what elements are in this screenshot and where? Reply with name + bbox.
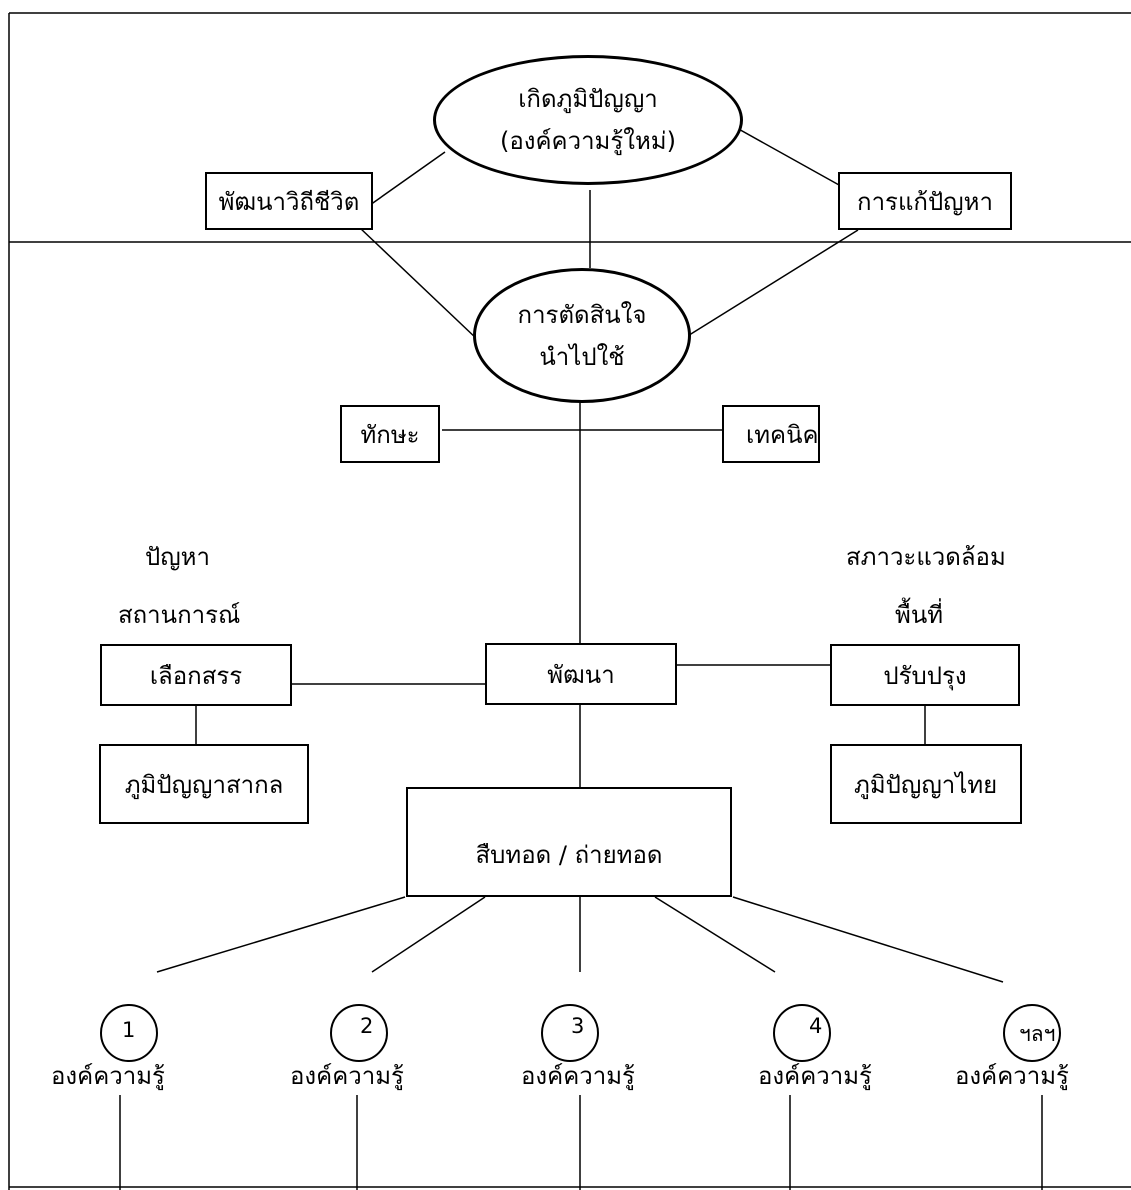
select-box: เลือกสรร — [100, 644, 292, 706]
problem-solving-box: การแก้ปัญหา — [838, 172, 1012, 230]
connector-inherit-k5 — [732, 896, 1004, 983]
environment-label: สภาวะแวดล้อม — [846, 543, 1006, 571]
skill-label: ทักษะ — [360, 420, 420, 449]
knowledge-circle-1: 1 — [100, 1004, 158, 1062]
connector-inherit-k2 — [371, 896, 486, 973]
thai-wisdom-box: ภูมิปัญญาไทย — [830, 744, 1022, 824]
develop-lifestyle-label: พัฒนาวิถีชีวิต — [218, 187, 360, 216]
knowledge-label-4: องค์ความรู้ — [758, 1062, 872, 1090]
develop-label: พัฒนา — [547, 660, 615, 689]
improve-label: ปรับปรุง — [883, 661, 967, 690]
technique-box: เทคนิค — [722, 405, 820, 463]
decision-line1: การตัดสินใจ — [517, 300, 647, 329]
connector-right-to-decision — [677, 229, 859, 343]
problem-label: ปัญหา — [145, 543, 210, 571]
situation-label: สถานการณ์ — [118, 601, 241, 629]
skill-box: ทักษะ — [340, 405, 440, 463]
connector-inherit-k4 — [654, 896, 776, 973]
knowledge-circle-2: 2 — [330, 1004, 388, 1062]
develop-box: พัฒนา — [485, 643, 677, 705]
thai-wisdom-label: ภูมิปัญญาไทย — [854, 770, 998, 799]
select-label: เลือกสรร — [149, 661, 243, 690]
wisdom-origin-line1: เกิดภูมิปัญญา — [518, 85, 658, 113]
decision-ellipse: การตัดสินใจ นำไปใช้ — [473, 268, 691, 403]
universal-wisdom-label: ภูมิปัญญาสากล — [124, 770, 284, 799]
connector-top-left — [369, 151, 446, 206]
knowledge-circle-3: 3 — [541, 1004, 599, 1062]
knowledge-circle-5: ฯลฯ — [1003, 1004, 1061, 1062]
connector-left-to-decision — [359, 227, 479, 341]
knowledge-label-1: องค์ความรู้ — [51, 1062, 165, 1090]
knowledge-num-1: 1 — [122, 1018, 136, 1042]
knowledge-label-2: องค์ความรู้ — [290, 1062, 404, 1090]
knowledge-num-3: 3 — [571, 1014, 585, 1038]
wisdom-origin-line2: (องค์ความรู้ใหม่) — [500, 127, 676, 155]
knowledge-num-2: 2 — [360, 1014, 374, 1038]
knowledge-label-3: องค์ความรู้ — [521, 1062, 635, 1090]
improve-box: ปรับปรุง — [830, 644, 1020, 706]
knowledge-label-5: องค์ความรู้ — [955, 1062, 1069, 1090]
knowledge-num-4: 4 — [809, 1014, 823, 1038]
universal-wisdom-box: ภูมิปัญญาสากล — [99, 744, 309, 824]
connector-top-right — [734, 126, 849, 191]
wisdom-origin-ellipse: เกิดภูมิปัญญา (องค์ความรู้ใหม่) — [433, 55, 743, 185]
develop-lifestyle-box: พัฒนาวิถีชีวิต — [205, 172, 373, 230]
connector-inherit-k1 — [156, 896, 406, 973]
inherit-transfer-box: สืบทอด / ถ่ายทอด — [406, 787, 732, 897]
problem-solving-label: การแก้ปัญหา — [857, 187, 993, 216]
knowledge-num-5: ฯลฯ — [1019, 1022, 1056, 1046]
knowledge-circle-4: 4 — [773, 1004, 831, 1062]
inherit-transfer-label: สืบทอด / ถ่ายทอด — [475, 841, 663, 869]
technique-label: เทคนิค — [746, 420, 819, 449]
area-label: พื้นที่ — [895, 601, 944, 629]
decision-line2: นำไปใช้ — [539, 342, 625, 371]
